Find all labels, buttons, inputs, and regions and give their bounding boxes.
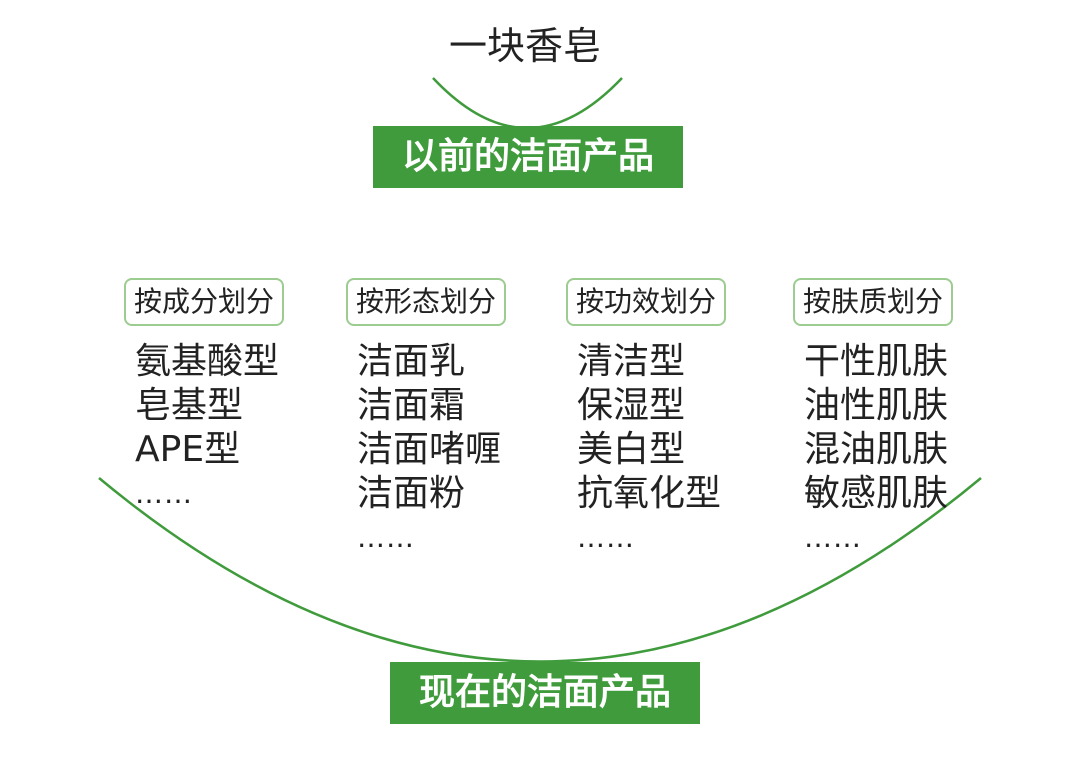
column-ingredient: 按成分划分 氨基酸型 皂基型 APE型 …… xyxy=(124,278,285,516)
list-item: 洁面啫喱 xyxy=(357,429,502,470)
list-item: 保湿型 xyxy=(577,385,686,426)
list-ellipsis: …… xyxy=(577,521,635,554)
list-item: 清洁型 xyxy=(577,341,686,382)
column-header: 按功效划分 xyxy=(566,278,727,326)
list-item: 抗氧化型 xyxy=(577,473,722,514)
list-item: APE型 xyxy=(135,429,241,470)
list-ellipsis: …… xyxy=(135,477,193,510)
current-products-banner: 现在的洁面产品 xyxy=(390,662,700,724)
list-item: 皂基型 xyxy=(135,385,244,426)
list-item: 氨基酸型 xyxy=(135,341,280,382)
list-item: 干性肌肤 xyxy=(804,341,949,382)
list-item: 油性肌肤 xyxy=(804,385,949,426)
list-ellipsis: …… xyxy=(357,521,415,554)
top-arc xyxy=(432,77,623,130)
list-item: 美白型 xyxy=(577,429,686,470)
list-item: 洁面粉 xyxy=(357,473,466,514)
past-products-banner: 以前的洁面产品 xyxy=(373,126,683,188)
column-effect: 按功效划分 清洁型 保湿型 美白型 抗氧化型 …… xyxy=(566,278,727,560)
list-item: 混油肌肤 xyxy=(804,429,949,470)
list-item: 洁面霜 xyxy=(357,385,466,426)
list-item: 洁面乳 xyxy=(357,341,466,382)
list-item: 敏感肌肤 xyxy=(804,473,949,514)
column-skin-type: 按肤质划分 干性肌肤 油性肌肤 混油肌肤 敏感肌肤 …… xyxy=(793,278,954,560)
column-form: 按形态划分 洁面乳 洁面霜 洁面啫喱 洁面粉 …… xyxy=(346,278,507,560)
column-header: 按形态划分 xyxy=(346,278,507,326)
column-header: 按肤质划分 xyxy=(793,278,954,326)
top-title: 一块香皂 xyxy=(448,24,601,68)
list-ellipsis: …… xyxy=(804,521,862,554)
column-header: 按成分划分 xyxy=(124,278,285,326)
bottom-arc xyxy=(98,477,982,663)
